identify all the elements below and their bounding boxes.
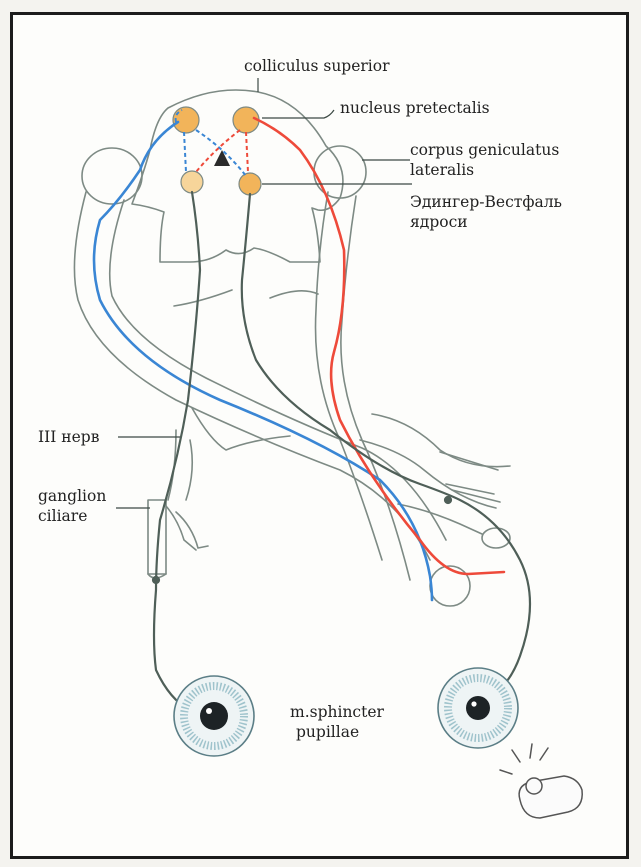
lgn-left [82,148,142,204]
label-ciliare: ciliare [38,507,87,525]
label-edinger-westphal-nucleus: ядроси [410,213,468,231]
red-dotted-right [246,132,248,172]
right-eye [438,668,518,748]
label-nucleus-pretectalis: nucleus pretectalis [340,99,490,117]
label-ganglion: ganglion [38,487,106,505]
label-colliculus-superior: colliculus superior [244,57,390,75]
efferent-left [154,192,200,710]
left-eye [174,676,254,756]
blue-afferent-pathway [94,122,432,600]
label-corpus-geniculatus: corpus geniculatus [410,141,559,159]
lgn-right [314,146,366,198]
blue-dotted-left [184,132,186,172]
pretectal-nucleus-left [173,107,199,133]
pretectal-nucleus-right [233,107,259,133]
red-afferent-pathway [254,118,504,574]
label-pupillae: pupillae [296,723,359,741]
label-third-nerve: III нерв [38,428,100,446]
label-edinger-westphal: Эдингер-Вестфаль [410,193,562,211]
direction-marker [214,150,230,166]
light-source-icon [500,744,582,818]
label-m-sphincter: m.sphincter [290,703,385,721]
label-lateralis: lateralis [410,161,474,179]
edinger-westphal-left [181,171,203,193]
left-optic-tract [74,192,430,560]
right-optic-tract [341,196,410,580]
edinger-westphal-right [239,173,261,195]
